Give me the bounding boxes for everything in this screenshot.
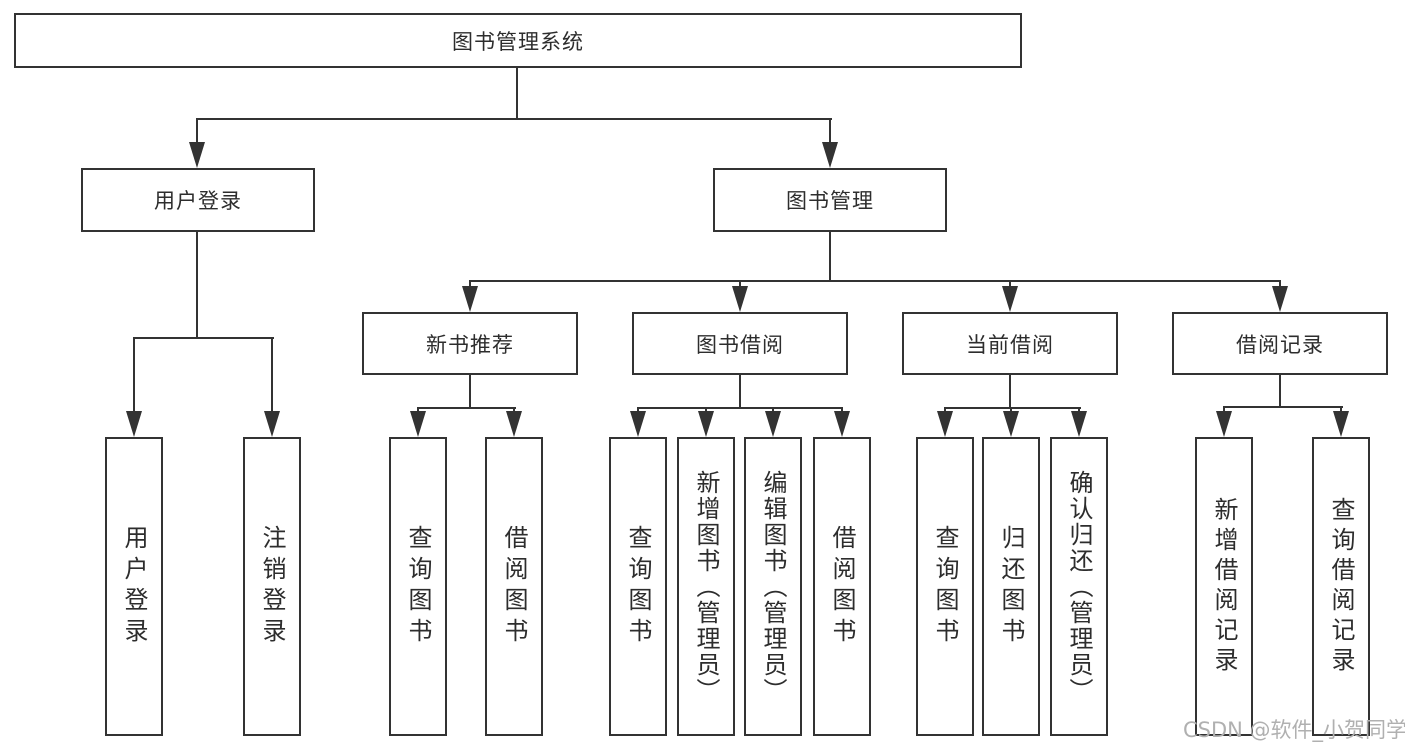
node-library-system: 图书管理系统 — [14, 13, 1022, 68]
node-new-books: 新书推荐 — [362, 312, 578, 375]
arrowhead-records-query — [1333, 411, 1349, 437]
arrowhead-to-borrow-records — [1272, 286, 1288, 312]
arrowhead-to-logout-leaf — [264, 411, 280, 437]
leaf-user-login-label: 用户登录 — [120, 524, 148, 649]
leaf-newbooks-borrow-label: 借阅图书 — [500, 524, 528, 649]
leaf-borrow-borrow: 借阅图书 — [813, 437, 871, 736]
connector-mgmt-to-borrow — [739, 280, 741, 290]
csdn-watermark: CSDN @软件_小贺同学 — [1183, 718, 1405, 742]
arrowhead-borrow-borrow — [834, 411, 850, 437]
arrowhead-to-current-borrow — [1002, 286, 1018, 312]
arrowhead-to-book-borrow — [732, 286, 748, 312]
arrowhead-newbooks-query — [410, 411, 426, 437]
leaf-current-confirm-admin-label: 确认归还（管理员） — [1065, 469, 1093, 704]
leaf-current-confirm-admin: 确认归还（管理员） — [1050, 437, 1108, 736]
connector-records-stem — [1279, 375, 1281, 406]
connector-records-leaf1 — [1223, 406, 1225, 415]
arrowhead-borrow-add — [698, 411, 714, 437]
arrowhead-current-query — [937, 411, 953, 437]
arrowhead-newbooks-borrow — [506, 411, 522, 437]
connector-login-stem — [196, 232, 198, 337]
leaf-current-query-label: 查询图书 — [931, 524, 959, 649]
leaf-logout: 注销登录 — [243, 437, 301, 736]
leaf-newbooks-query-label: 查询图书 — [404, 524, 432, 649]
connector-borrow-stem — [739, 375, 741, 407]
node-book-mgmt: 图书管理 — [713, 168, 947, 232]
leaf-records-add: 新增借阅记录 — [1195, 437, 1253, 736]
arrowhead-borrow-edit — [765, 411, 781, 437]
node-book-borrow-label: 图书借阅 — [696, 332, 784, 357]
arrowhead-to-new-books — [462, 286, 478, 312]
connector-root-stem — [516, 68, 518, 118]
node-borrow-records-label: 借阅记录 — [1236, 332, 1324, 357]
arrowhead-to-user-login — [189, 142, 205, 168]
leaf-logout-label: 注销登录 — [258, 524, 286, 649]
arrowhead-to-login-leaf — [126, 411, 142, 437]
leaf-records-query: 查询借阅记录 — [1312, 437, 1370, 736]
connector-mgmt-bus — [469, 280, 1281, 282]
connector-records-bus — [1223, 406, 1343, 408]
arrowhead-to-book-mgmt — [822, 142, 838, 168]
connector-root-to-mgmt — [829, 118, 831, 146]
node-book-mgmt-label: 图书管理 — [786, 189, 874, 213]
leaf-current-return: 归还图书 — [982, 437, 1040, 736]
leaf-borrow-edit-admin: 编辑图书（管理员） — [744, 437, 802, 736]
connector-mgmt-to-records — [1279, 280, 1281, 290]
leaf-newbooks-borrow: 借阅图书 — [485, 437, 543, 736]
connector-current-stem — [1009, 375, 1011, 407]
connector-newbooks-bus — [417, 407, 516, 409]
connector-mgmt-to-current — [1009, 280, 1011, 290]
node-current-borrow-label: 当前借阅 — [966, 332, 1054, 357]
arrowhead-current-confirm — [1071, 411, 1087, 437]
leaf-borrow-add-admin: 新增图书（管理员） — [677, 437, 735, 736]
node-new-books-label: 新书推荐 — [426, 332, 514, 357]
node-user-login: 用户登录 — [81, 168, 315, 232]
arrowhead-current-return — [1003, 411, 1019, 437]
arrowhead-borrow-query — [630, 411, 646, 437]
connector-mgmt-to-newbooks — [469, 280, 471, 290]
connector-current-bus — [944, 407, 1081, 409]
node-book-borrow: 图书借阅 — [632, 312, 848, 375]
connector-records-leaf2 — [1340, 406, 1342, 415]
connector-login-to-leaf2 — [271, 337, 273, 413]
leaf-borrow-query-label: 查询图书 — [624, 524, 652, 649]
leaf-current-query: 查询图书 — [916, 437, 974, 736]
arrowhead-records-add — [1216, 411, 1232, 437]
connector-newbooks-stem — [469, 375, 471, 407]
connector-mgmt-stem — [829, 232, 831, 280]
node-borrow-records: 借阅记录 — [1172, 312, 1388, 375]
leaf-newbooks-query: 查询图书 — [389, 437, 447, 736]
leaf-user-login: 用户登录 — [105, 437, 163, 736]
node-current-borrow: 当前借阅 — [902, 312, 1118, 375]
leaf-records-add-label: 新增借阅记录 — [1210, 496, 1238, 677]
leaf-borrow-query: 查询图书 — [609, 437, 667, 736]
node-library-system-label: 图书管理系统 — [452, 29, 584, 54]
leaf-borrow-add-admin-label: 新增图书（管理员） — [692, 469, 720, 704]
leaf-current-return-label: 归还图书 — [997, 524, 1025, 649]
connector-borrow-bus — [637, 407, 843, 409]
leaf-records-query-label: 查询借阅记录 — [1327, 496, 1355, 677]
connector-login-to-leaf1 — [133, 337, 135, 413]
node-user-login-label: 用户登录 — [154, 189, 242, 213]
leaf-borrow-borrow-label: 借阅图书 — [828, 524, 856, 649]
connector-root-to-login — [196, 118, 198, 146]
connector-login-bus — [133, 337, 274, 339]
connector-root-bus — [196, 118, 832, 120]
leaf-borrow-edit-admin-label: 编辑图书（管理员） — [759, 469, 787, 704]
